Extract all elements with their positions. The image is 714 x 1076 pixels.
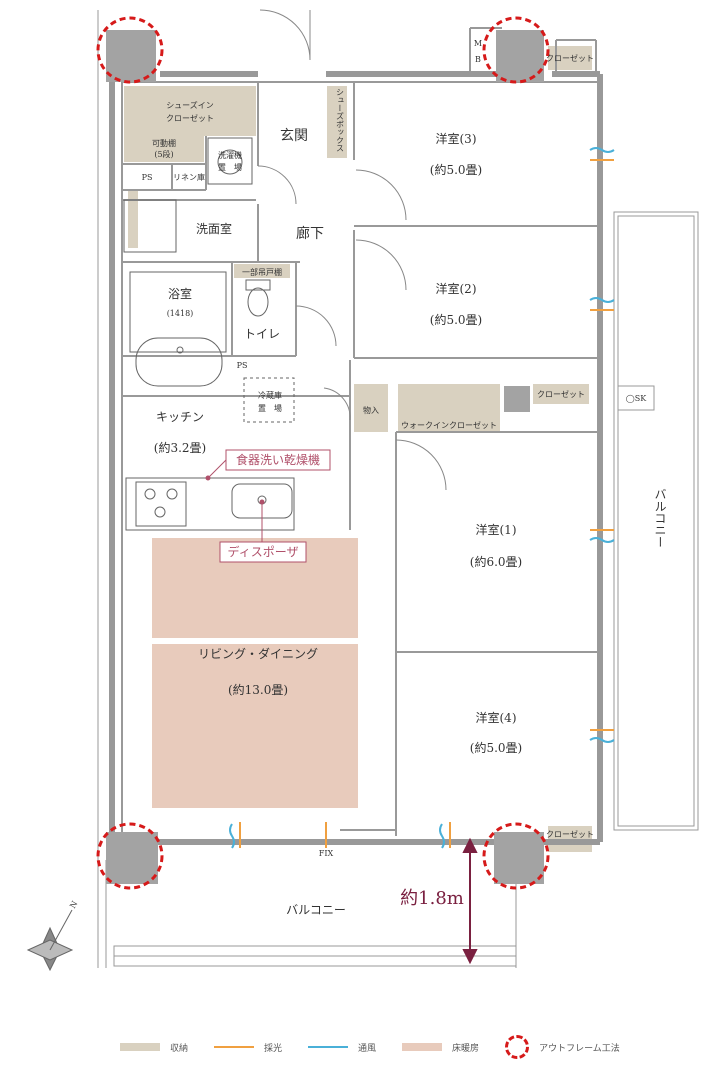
floor-heating — [152, 538, 358, 808]
room-western4-name: 洋室(4) — [476, 710, 517, 725]
shoe-box-label: シューズボックス — [336, 88, 345, 152]
legend-outframe-icon — [505, 1035, 530, 1059]
balcony-right-label: バルコニー — [653, 488, 667, 548]
legend-storage-label: 収納 — [170, 1043, 189, 1054]
fridge-space — [243, 377, 295, 423]
legend-storage-swatch — [120, 1043, 160, 1051]
washer-place-label: 置 場 — [218, 162, 242, 172]
outframe-markers — [96, 16, 550, 890]
legend-daylight-label: 採光 — [264, 1043, 283, 1054]
room-bath-size: (1418) — [167, 309, 194, 318]
legend: 収納 採光 通風 床暖房 アウトフレーム工法 — [120, 1032, 646, 1062]
dishwasher-callout: 食器洗い乾燥機 — [236, 452, 320, 467]
room-western2-size: (約5.0畳) — [430, 312, 482, 327]
linen-label: リネン庫 — [173, 172, 205, 182]
legend-floor-heating-swatch — [402, 1043, 443, 1051]
legend-ventilation: 通風 — [308, 1041, 376, 1054]
compass-north-label: N — [68, 899, 79, 910]
window-marks — [229, 147, 615, 849]
disposer-callout: ディスポーザ — [228, 544, 299, 559]
mb-m-label: M — [474, 39, 482, 48]
balcony-depth-arrow — [462, 837, 478, 965]
closet-middle-label: クローゼット — [537, 389, 585, 399]
room-washroom: 洗面室 — [196, 221, 232, 236]
legend-outframe: アウトフレーム工法 — [505, 1035, 620, 1059]
room-western3-name: 洋室(3) — [436, 131, 477, 146]
room-western2-name: 洋室(2) — [436, 281, 477, 296]
legend-storage: 収納 — [120, 1041, 188, 1054]
room-western1-name: 洋室(1) — [476, 522, 517, 537]
kitchen-counter — [125, 477, 295, 531]
balcony-depth-label: 約1.8m — [400, 888, 464, 909]
shelf-count-label: (5段) — [154, 149, 173, 159]
room-bath-name: 浴室 — [168, 286, 192, 301]
bathtub — [129, 271, 227, 387]
fridge-place-label: 置 場 — [258, 403, 282, 413]
shoes-in-closet-label: クローゼット — [166, 113, 214, 123]
washer-label: 洗濯機 — [218, 150, 242, 160]
legend-daylight: 採光 — [214, 1041, 282, 1054]
ps-label-toilet: PS — [237, 361, 248, 370]
balcony-bottom-label: バルコニー — [286, 903, 346, 917]
washbasin — [123, 137, 253, 253]
walls — [109, 71, 603, 845]
callout-boxes — [219, 449, 331, 563]
callout-leaders — [205, 459, 265, 542]
room-western4-size: (約5.0畳) — [470, 740, 522, 755]
room-western3-size: (約5.0畳) — [430, 162, 482, 177]
part-shelf-label: 一部吊戸棚 — [242, 267, 282, 277]
room-kitchen-size: (約3.2畳) — [154, 440, 206, 455]
legend-ventilation-swatch — [308, 1046, 349, 1048]
room-toilet: トイレ — [244, 327, 280, 341]
pillars — [106, 30, 544, 884]
room-living-name: リビング・ダイニング — [198, 646, 318, 661]
sk-box — [617, 385, 655, 411]
balcony-right — [613, 211, 699, 831]
doors — [257, 9, 447, 491]
ps-label-top: PS — [142, 173, 153, 182]
room-hallway: 廊下 — [296, 225, 324, 242]
sk-label: ◯SK — [626, 394, 647, 403]
walk-in-closet-label: ウォークインクローゼット — [401, 420, 497, 430]
toilet-fixture — [245, 279, 271, 317]
closet-bottom-label: クローゼット — [546, 829, 594, 839]
room-western1-size: (約6.0畳) — [470, 554, 522, 569]
shoes-in-label: シューズイン — [166, 100, 214, 110]
closet-top-label: クローゼット — [546, 53, 594, 63]
movable-shelf-label: 可動棚 — [152, 138, 176, 148]
room-kitchen-name: キッチン — [156, 410, 204, 424]
legend-ventilation-label: 通風 — [358, 1043, 377, 1054]
fridge-label: 冷蔵庫 — [258, 390, 282, 400]
room-entrance: 玄関 — [280, 127, 308, 144]
fix-label: FIX — [319, 849, 334, 858]
compass-icon — [26, 909, 74, 972]
pantry-label: 物入 — [363, 405, 379, 415]
room-living-size: (約13.0畳) — [228, 682, 288, 697]
legend-floor-heating-label: 床暖房 — [452, 1043, 480, 1054]
legend-outframe-label: アウトフレーム工法 — [539, 1043, 620, 1054]
legend-floor-heating: 床暖房 — [402, 1041, 479, 1054]
legend-daylight-swatch — [214, 1046, 255, 1048]
mb-b-label: B — [475, 55, 481, 64]
